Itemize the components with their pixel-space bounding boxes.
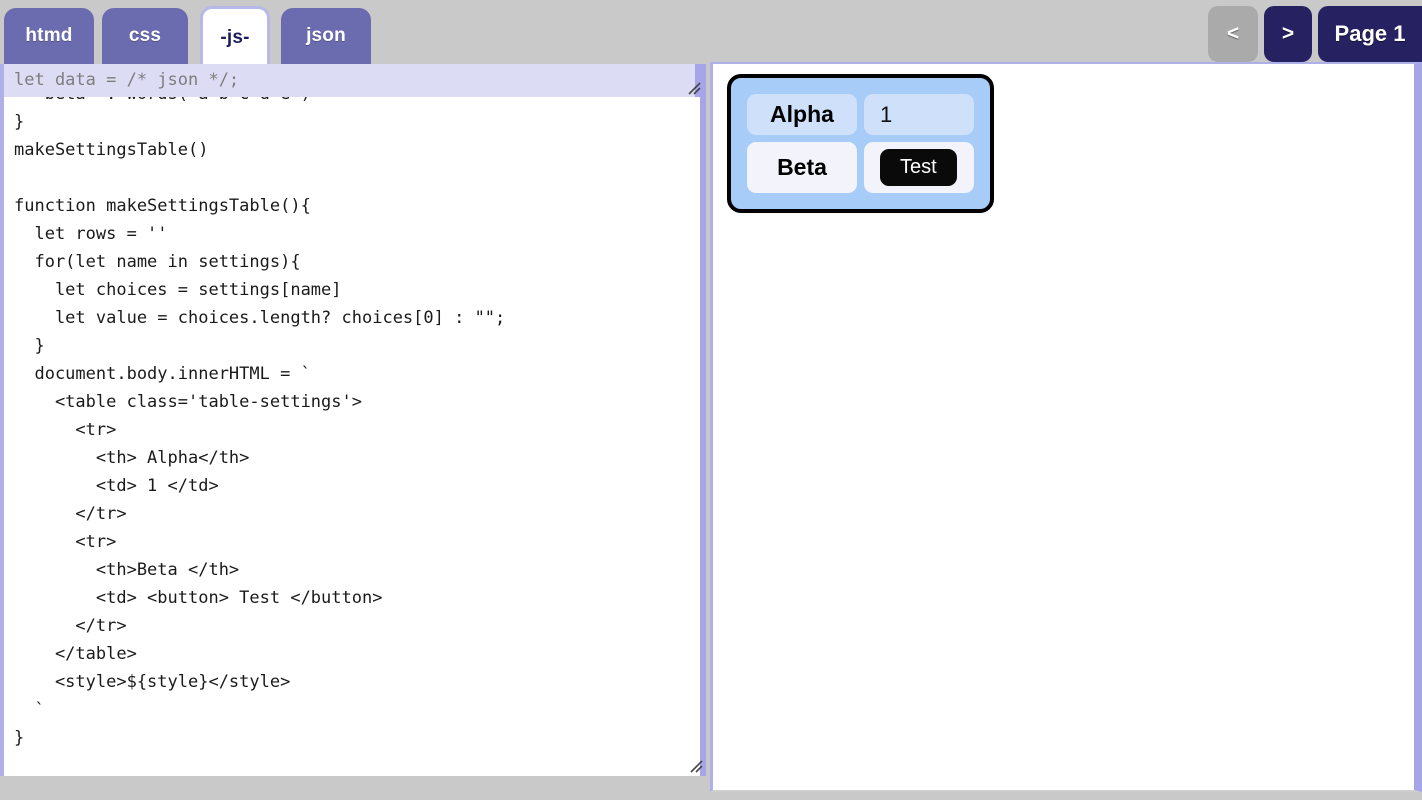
json-data-field[interactable]: let data = /* json */;	[4, 64, 704, 97]
tab-htmd-label: htmd	[25, 25, 73, 46]
cell-beta-value: Test	[864, 142, 974, 193]
next-page-button[interactable]: >	[1264, 6, 1312, 62]
cell-beta-header: Beta	[747, 142, 857, 193]
tab-css-label: css	[128, 25, 162, 46]
tab-bar: htmd css -js- json < > Page 1	[0, 0, 1422, 66]
test-button[interactable]: Test	[880, 149, 957, 186]
previous-page-button[interactable]: <	[1208, 6, 1258, 62]
table-row: Beta Test	[747, 142, 974, 193]
chevron-left-icon: <	[1226, 22, 1240, 45]
page-indicator-label: Page 1	[1334, 21, 1406, 46]
tab-htmd[interactable]: htmd	[4, 8, 94, 64]
code-editor-panel: 'beta' : words('a b c d e') } makeSettin…	[0, 64, 706, 776]
settings-table: Alpha 1 Beta Test	[727, 74, 994, 213]
json-data-field-scrollbar[interactable]	[695, 64, 704, 97]
preview-panel: Alpha 1 Beta Test	[710, 62, 1422, 792]
cell-alpha-value: 1	[864, 94, 974, 135]
tab-css[interactable]: css	[102, 8, 188, 64]
tab-json-label: json	[306, 25, 346, 46]
table-row: Alpha 1	[747, 94, 974, 135]
tab-js-label: -js-	[220, 26, 250, 48]
cell-alpha-header: Alpha	[747, 94, 857, 135]
code-editor-textarea[interactable]: 'beta' : words('a b c d e') } makeSettin…	[14, 84, 506, 748]
tab-json[interactable]: json	[281, 8, 371, 64]
code-editor-resize-handle[interactable]	[688, 758, 704, 774]
chevron-right-icon: >	[1281, 22, 1295, 45]
tab-js[interactable]: -js-	[200, 6, 270, 66]
json-data-field-resize-handle[interactable]	[686, 80, 702, 96]
json-data-field-value[interactable]: let data = /* json */;	[14, 70, 240, 90]
page-indicator-button[interactable]: Page 1	[1318, 6, 1422, 62]
